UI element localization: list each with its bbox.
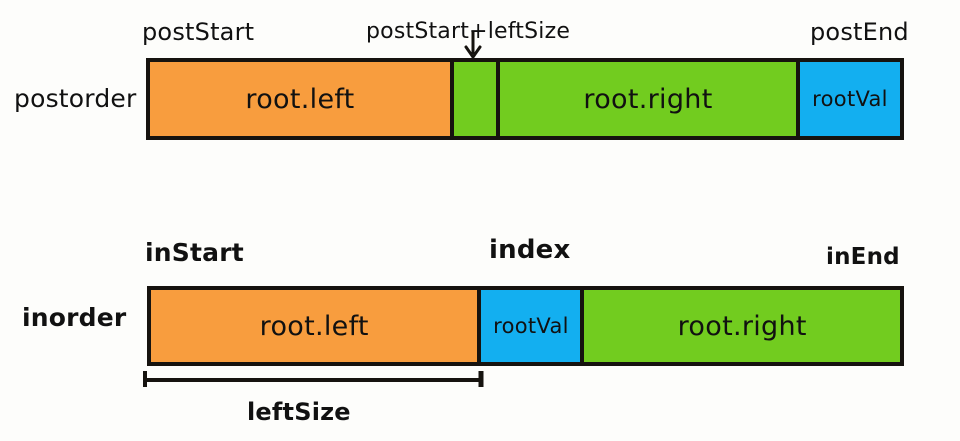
postorder-segment-root-left: root.left — [150, 62, 454, 136]
marker-post-start-plus-left-size: postStart+leftSize — [366, 19, 571, 44]
postorder-segment-root-right: root.right — [500, 62, 800, 136]
left-size-caption: leftSize — [247, 398, 351, 426]
marker-in-start: inStart — [145, 238, 244, 267]
inorder-segment-root-left-label: root.left — [259, 310, 369, 342]
postorder-segment-root-right-label: root.right — [583, 83, 713, 115]
postorder-segment-root-val: rootVal — [800, 62, 900, 136]
marker-in-end: inEnd — [826, 244, 900, 270]
marker-post-end: postEnd — [810, 18, 909, 46]
postorder-segment-root-left-label: root.left — [245, 83, 355, 115]
inorder-segment-root-val-label: rootVal — [493, 314, 569, 338]
postorder-bar: root.left root.right rootVal — [146, 58, 904, 140]
marker-index: index — [489, 235, 571, 265]
postorder-segment-root-val-label: rootVal — [812, 87, 888, 111]
inorder-row-label: inorder — [22, 303, 127, 332]
inorder-bar: root.left rootVal root.right — [147, 286, 904, 366]
inorder-segment-root-val: rootVal — [481, 290, 585, 362]
postorder-segment-gap — [454, 62, 500, 136]
marker-post-start: postStart — [142, 18, 255, 46]
inorder-segment-root-right: root.right — [584, 290, 900, 362]
inorder-segment-root-left: root.left — [151, 290, 482, 362]
left-size-bracket — [140, 368, 490, 394]
postorder-row-label: postorder — [14, 84, 137, 113]
down-arrow-icon — [464, 32, 482, 60]
inorder-segment-root-right-label: root.right — [677, 310, 807, 342]
